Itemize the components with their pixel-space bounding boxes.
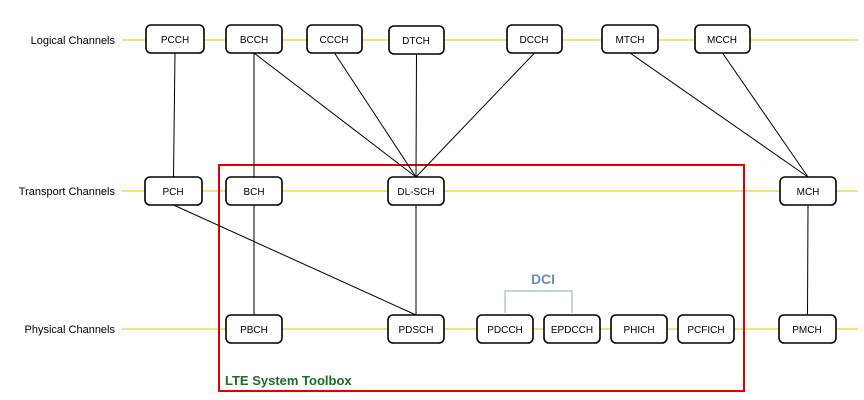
node-epdcch-label: EPDCCH <box>551 325 593 336</box>
edge-mch-pmch <box>807 204 809 316</box>
node-dtch-label: DTCH <box>402 36 430 47</box>
node-epdcch: EPDCCH <box>543 314 601 344</box>
node-pbch-label: PBCH <box>240 325 268 336</box>
edge-dtch-dlsch <box>415 53 417 178</box>
node-phich-label: PHICH <box>623 325 654 336</box>
node-pcch: PCCH <box>145 24 205 54</box>
node-bch: BCH <box>225 176 283 206</box>
node-mcch-label: MCCH <box>707 35 737 46</box>
dci-bracket <box>504 290 573 313</box>
node-ccch-label: CCCH <box>320 35 349 46</box>
node-mtch: MTCH <box>601 24 659 54</box>
node-ccch: CCCH <box>306 24 363 54</box>
node-mtch-label: MTCH <box>616 35 645 46</box>
node-pdcch: PDCCH <box>476 314 534 344</box>
node-pcch-label: PCCH <box>161 35 189 46</box>
node-pch: PCH <box>144 176 203 206</box>
node-bcch: BCCH <box>225 24 283 54</box>
edge-mcch-mch <box>722 52 809 178</box>
node-pdcch-label: PDCCH <box>487 325 523 336</box>
node-dlsch-label: DL-SCH <box>397 187 434 198</box>
node-mch: MCH <box>779 176 837 206</box>
node-phich: PHICH <box>610 314 668 344</box>
edge-pcch-pch <box>173 52 176 178</box>
row-label-physical: Physical Channels <box>25 324 116 336</box>
row-label-logical: Logical Channels <box>31 35 116 47</box>
lte-toolbox-frame <box>218 164 745 392</box>
edge-pch-pdsch <box>173 204 417 316</box>
node-dlsch: DL-SCH <box>387 176 445 206</box>
node-mch-label: MCH <box>797 187 820 198</box>
row-label-transport: Transport Channels <box>19 186 116 198</box>
node-pmch: PMCH <box>778 314 837 344</box>
node-pcfich: PCFICH <box>677 314 735 344</box>
node-pmch-label: PMCH <box>792 325 821 336</box>
node-bcch-label: BCCH <box>240 35 268 46</box>
edge-dcch-dlsch <box>415 52 535 178</box>
node-dtch: DTCH <box>388 25 445 55</box>
dci-label: DCI <box>531 271 555 287</box>
edge-mtch-mch <box>629 52 809 178</box>
node-dcch: DCCH <box>506 24 563 54</box>
node-dcch-label: DCCH <box>520 35 549 46</box>
node-mcch: MCCH <box>694 24 751 54</box>
node-pdsch-label: PDSCH <box>398 325 433 336</box>
edge-ccch-dlsch <box>334 52 417 178</box>
edge-bcch-dlsch <box>253 52 417 178</box>
node-pcfich-label: PCFICH <box>687 325 724 336</box>
lte-toolbox-label: LTE System Toolbox <box>225 373 352 388</box>
connector-lines <box>173 52 809 316</box>
node-pch-label: PCH <box>162 187 183 198</box>
node-pdsch: PDSCH <box>387 314 445 344</box>
node-pbch: PBCH <box>225 314 283 344</box>
node-bch-label: BCH <box>243 187 264 198</box>
